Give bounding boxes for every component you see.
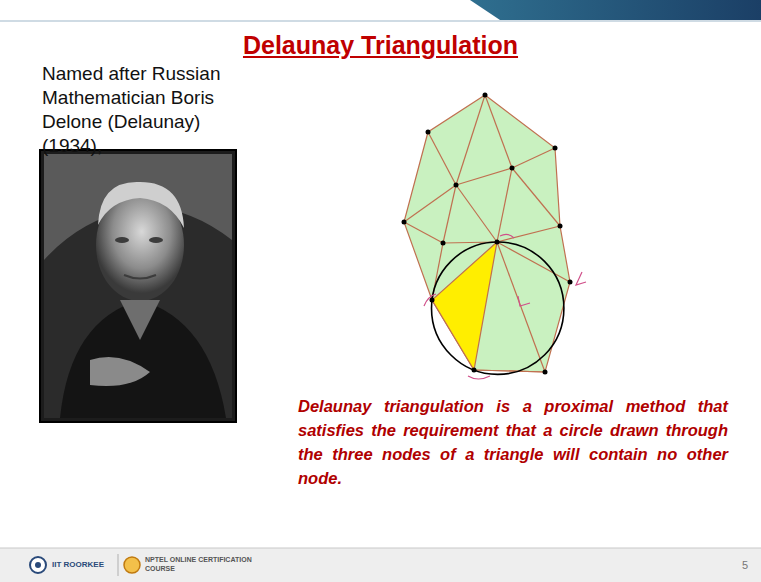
delaunay-triangulation-figure (402, 93, 587, 380)
footer-band (0, 548, 761, 582)
page-number: 5 (728, 558, 748, 572)
iit-logo (30, 557, 46, 573)
iit-logo-core (35, 562, 41, 568)
intro-text: Named after Russian Mathematician Boris … (42, 62, 264, 158)
header-bar (470, 0, 761, 20)
slide-title: Delaunay Triangulation (0, 30, 761, 60)
header-line (0, 21, 761, 22)
footer-divider (118, 554, 119, 576)
nptel-logo (124, 557, 140, 573)
course-name: NPTEL ONLINE CERTIFICATION COURSE (145, 555, 255, 573)
institute-name: IIT ROORKEE (52, 559, 114, 571)
footer-line (0, 548, 761, 549)
portrait-photo (40, 150, 236, 422)
definition-text: Delaunay triangulation is a proximal met… (298, 394, 728, 490)
